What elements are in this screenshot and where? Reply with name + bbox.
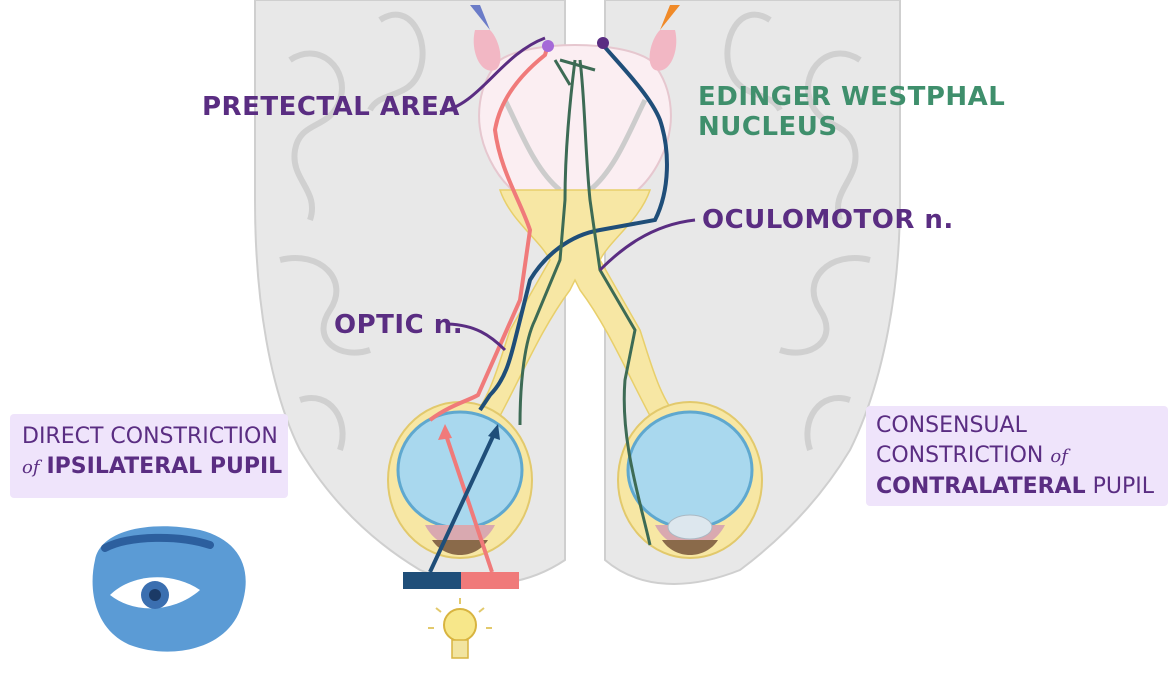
light-bar-red [461,572,519,589]
right-caption-line2-main: CONSTRICTION [876,443,1043,468]
pretectal-area-label: PRETECTAL AREA [202,92,460,122]
edinger-westphal-label-line2: NUCLEUS [698,112,838,142]
right-caption-line1: CONSENSUAL [876,411,1154,441]
edinger-westphal-label-line1: EDINGER WESTPHAL [698,82,1005,112]
lightbulb-icon [428,598,492,658]
right-caption: CONSENSUAL CONSTRICTION of CONTRALATERAL… [876,411,1154,502]
pretectal-marker [542,40,554,52]
right-caption-tail: PUPIL [1093,474,1154,499]
optic-label: OPTIC n. [334,310,463,340]
left-caption: DIRECT CONSTRICTION of IPSILATERAL PUPIL [22,422,282,483]
right-caption-emphasis: CONTRALATERAL [876,474,1086,499]
left-caption-line1: DIRECT CONSTRICTION [22,422,282,452]
right-eyeball [618,402,762,558]
right-caption-line3: CONTRALATERAL PUPIL [876,472,1154,502]
right-caption-of: of [1050,446,1068,467]
left-caption-line2: of IPSILATERAL PUPIL [22,452,282,483]
light-bar-blue [403,572,461,589]
left-caption-of: of [22,457,40,478]
left-caption-emphasis: IPSILATERAL PUPIL [47,454,283,479]
eye-icon [93,526,246,651]
right-caption-line2: CONSTRICTION of [876,441,1154,472]
edinger-marker [597,37,609,49]
oculomotor-label: OCULOMOTOR n. [702,205,954,235]
